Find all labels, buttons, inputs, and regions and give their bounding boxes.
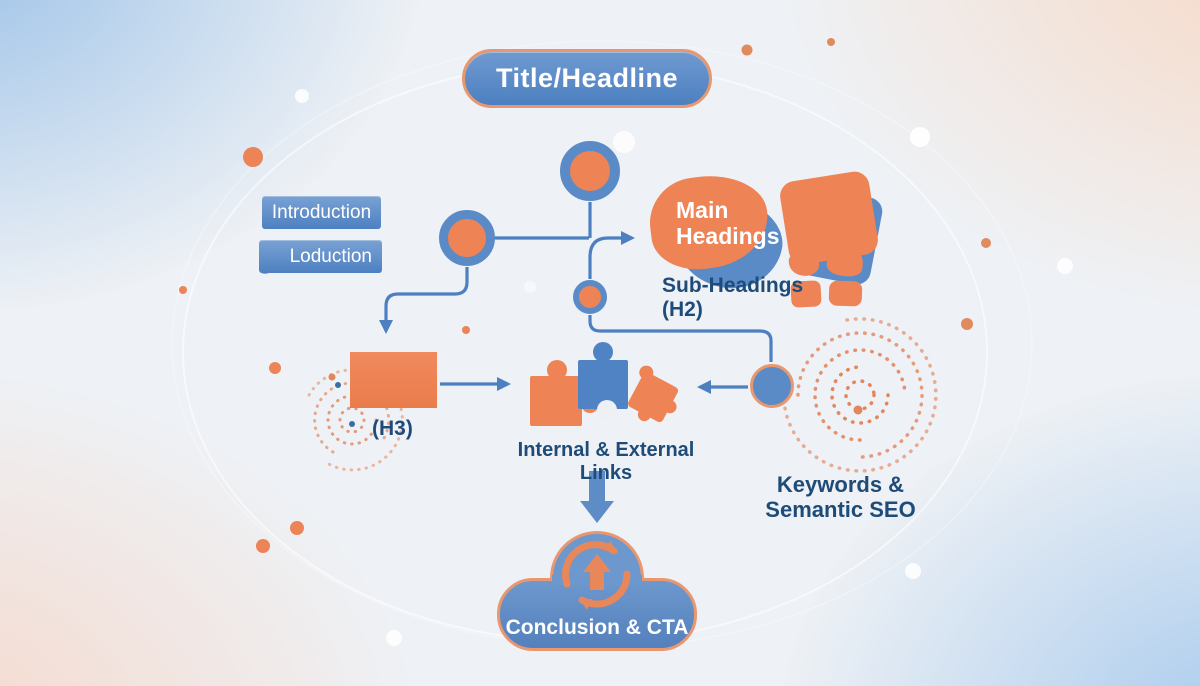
connector-arrow-to-main-headings	[588, 231, 635, 279]
title-headline-label: Title/Headline	[495, 63, 679, 93]
main-headings-label: Main Headings	[676, 197, 780, 250]
title-headline-pill: Title/Headline	[462, 49, 712, 108]
spiral-decoration-left	[307, 368, 404, 472]
spiral-center-dot	[853, 405, 863, 415]
conclusion-cta-label: Conclusion & CTA	[505, 616, 689, 639]
flow-node-icon-left	[439, 210, 495, 266]
flow-node-icon-small	[573, 280, 607, 314]
sub-headings-line2: (H2)	[662, 298, 703, 322]
cloud-shape-body	[497, 578, 697, 651]
sub-headings-line1: Sub-Headings	[662, 274, 804, 297]
h3-label: (H3)	[372, 417, 413, 440]
puzzle-icon	[530, 342, 679, 426]
flow-node-icon-top	[560, 141, 620, 201]
keywords-line1: Keywords &	[776, 472, 905, 497]
spiral-decoration-right	[783, 317, 938, 473]
introduction-box: Introduction	[262, 196, 381, 229]
flow-node-icon-right	[750, 364, 794, 408]
internal-external-links-label: Internal & External Links	[517, 439, 695, 484]
connector-small-to-rightcircle	[588, 315, 773, 362]
keywords-line2: Semantic SEO	[765, 497, 916, 523]
introduction-alt-label: Loduction	[289, 245, 372, 267]
refresh-cycle-icon	[562, 540, 631, 610]
introduction-label: Introduction	[271, 201, 372, 223]
introduction-alt-box: Loduction	[259, 240, 382, 273]
keywords-semantic-seo-label: Keywords & Semantic SEO	[748, 472, 933, 523]
up-arrow-icon	[583, 554, 611, 590]
h3-rectangle	[350, 352, 437, 408]
puzzle-notch	[597, 400, 617, 420]
small-block-shape-4	[828, 280, 863, 307]
sub-headings-label: Sub-Headings (H2)	[662, 274, 812, 322]
connector-arrow-to-h3	[379, 267, 469, 334]
down-arrow-to-cloud-icon	[580, 471, 614, 523]
spiral-left-accents	[328, 373, 355, 427]
